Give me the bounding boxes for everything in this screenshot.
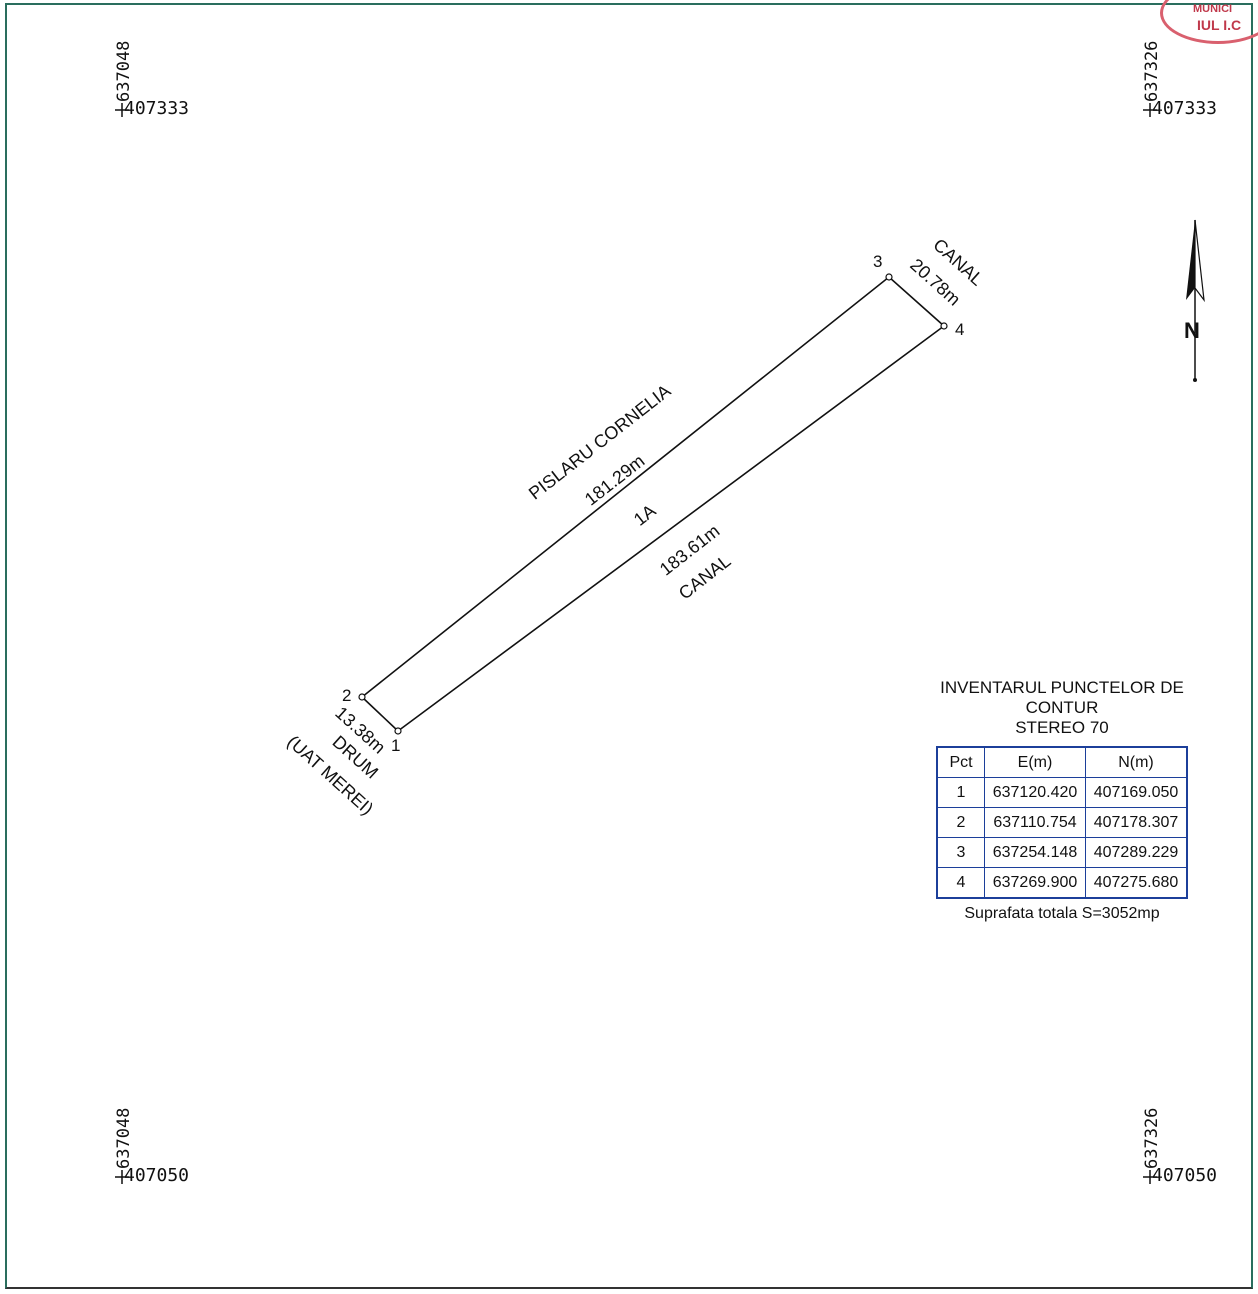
corner-br-north: 407050 [1152, 1165, 1218, 1186]
cell-n: 407289.229 [1085, 837, 1188, 868]
table-row: 2 637110.754 407178.307 [936, 807, 1188, 838]
corner-bl-east: 637048 [114, 1107, 134, 1169]
north-arrow-icon [1186, 219, 1205, 382]
cell-e: 637269.900 [984, 867, 1086, 899]
parcel-vertices [358, 273, 948, 735]
inventory-subtitle: STEREO 70 [1015, 718, 1109, 737]
corner-bl-north: 407050 [124, 1165, 190, 1186]
stamp-seal: MUNICI IUL I.C [1160, 0, 1258, 44]
table-header-row: Pct E(m) N(m) [936, 746, 1188, 778]
cell-n: 407169.050 [1085, 777, 1188, 808]
inventory-table: Pct E(m) N(m) 1 637120.420 407169.050 2 … [936, 746, 1188, 899]
inventory-title: INVENTARUL PUNCTELOR DE CONTUR [940, 678, 1184, 717]
table-row: 1 637120.420 407169.050 [936, 777, 1188, 808]
grid-crosses [115, 103, 1157, 1184]
header-e: E(m) [984, 746, 1086, 778]
corner-tl-north: 407333 [124, 98, 190, 119]
cell-pct: 2 [936, 807, 985, 838]
cell-n: 407275.680 [1085, 867, 1188, 899]
corner-tr-east: 637326 [1142, 40, 1162, 102]
stamp-text-1: MUNICI [1193, 3, 1233, 15]
cell-pct: 3 [936, 837, 985, 868]
stamp-text-2: IUL I.C [1197, 17, 1242, 33]
corner-tl-east: 637048 [114, 40, 134, 102]
table-row: 3 637254.148 407289.229 [936, 837, 1188, 868]
header-pct: Pct [936, 746, 985, 778]
north-label: N [1184, 318, 1200, 343]
cell-e: 637120.420 [984, 777, 1086, 808]
cell-e: 637254.148 [984, 837, 1086, 868]
cell-pct: 1 [936, 777, 985, 808]
corner-br-east: 637326 [1142, 1107, 1162, 1169]
total-area: Suprafata totala S=3052mp [964, 905, 1160, 922]
inventory-panel: INVENTARUL PUNCTELOR DE CONTUR STEREO 70… [902, 678, 1222, 923]
header-n: N(m) [1085, 746, 1188, 778]
table-row: 4 637269.900 407275.680 [936, 867, 1188, 899]
point-3-label: 3 [873, 252, 883, 271]
cell-n: 407178.307 [1085, 807, 1188, 838]
point-2-label: 2 [342, 686, 352, 705]
point-4-label: 4 [955, 320, 965, 339]
point-1-label: 1 [391, 736, 401, 755]
cell-pct: 4 [936, 867, 985, 899]
map-frame [5, 3, 1253, 1289]
corner-tr-north: 407333 [1152, 98, 1218, 119]
cell-e: 637110.754 [984, 807, 1086, 838]
